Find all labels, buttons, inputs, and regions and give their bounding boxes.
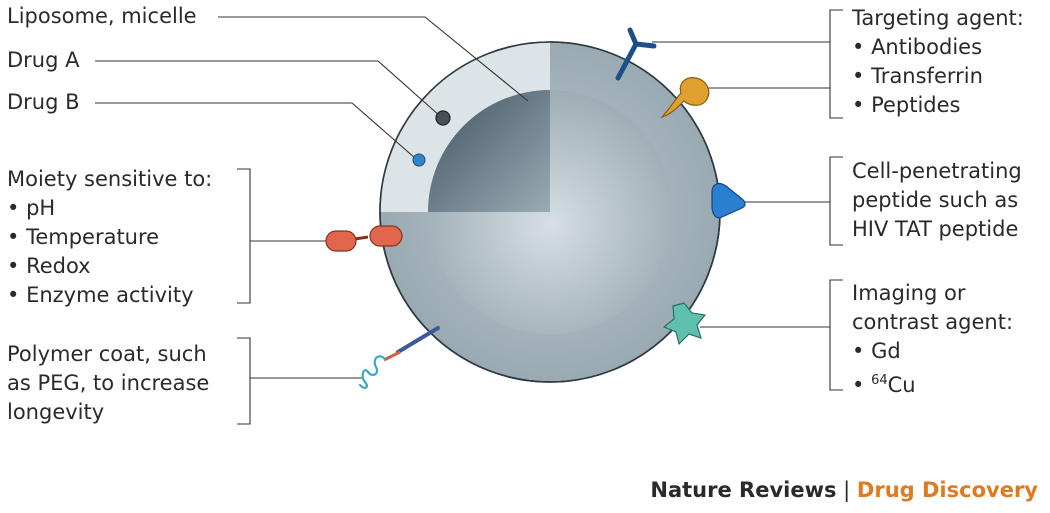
moiety-item: Temperature (7, 223, 212, 252)
cpp-icon (711, 182, 746, 219)
imaging-bracket (829, 279, 843, 391)
moiety-item: pH (7, 194, 212, 223)
imaging-item: Gd (852, 337, 1013, 366)
polymer-line: as PEG, to increase (7, 371, 210, 395)
imaging-line: contrast agent: (852, 310, 1014, 334)
drug-a-label: Drug A (7, 48, 80, 72)
polymer-line: Polymer coat, such (7, 342, 207, 366)
drug-a-leader (95, 60, 441, 117)
drug-a-icon (435, 110, 451, 126)
targeting-item: Peptides (852, 91, 1024, 120)
cpp-line: HIV TAT peptide (852, 217, 1019, 241)
targeting-item: Transferrin (852, 62, 1024, 91)
cpp-line: Cell-penetrating (852, 159, 1022, 183)
moiety-bracket (237, 168, 251, 304)
targeting-label: Targeting agent: Antibodies Transferrin … (852, 4, 1024, 120)
imaging-item-cu: 64Cu (852, 366, 1013, 400)
footer-separator: | (836, 478, 857, 502)
polymer-bracket (237, 337, 251, 425)
targeting-item: Antibodies (852, 33, 1024, 62)
cpp-line: peptide such as (852, 188, 1019, 212)
moiety-label: Moiety sensitive to: pH Temperature Redo… (7, 165, 212, 310)
peg-polymer-icon (358, 355, 387, 389)
cpp-bracket (829, 156, 843, 246)
liposome-leader (218, 16, 529, 102)
moiety-title: Moiety sensitive to: (7, 167, 213, 191)
targeting-title: Targeting agent: (852, 6, 1024, 30)
targeting-bracket (829, 9, 843, 119)
drug-b-label: Drug B (7, 90, 80, 114)
cu-isotope: 64 (871, 373, 888, 388)
imaging-label: Imaging or contrast agent: Gd 64Cu (852, 279, 1013, 400)
polymer-label: Polymer coat, such as PEG, to increase l… (7, 340, 209, 427)
journal-name: Nature Reviews (650, 478, 837, 502)
imaging-agent-icon (662, 302, 707, 346)
moiety-item: Enzyme activity (7, 281, 212, 310)
cpp-label: Cell-penetrating peptide such as HIV TAT… (852, 157, 1022, 244)
cu-element: Cu (887, 373, 916, 397)
polymer-line: longevity (7, 400, 105, 424)
drug-b-leader (95, 102, 416, 159)
imaging-line: Imaging or (852, 281, 966, 305)
antibody-icon (615, 27, 657, 81)
journal-footer: Nature Reviews | Drug Discovery (650, 478, 1038, 502)
peg-anchor (396, 326, 440, 354)
journal-section: Drug Discovery (856, 478, 1038, 502)
moiety-item: Redox (7, 252, 212, 281)
liposome-label: Liposome, micelle (7, 4, 197, 28)
moiety-icon (325, 230, 357, 252)
drug-b-icon (412, 153, 426, 167)
transferrin-icon (660, 77, 710, 119)
